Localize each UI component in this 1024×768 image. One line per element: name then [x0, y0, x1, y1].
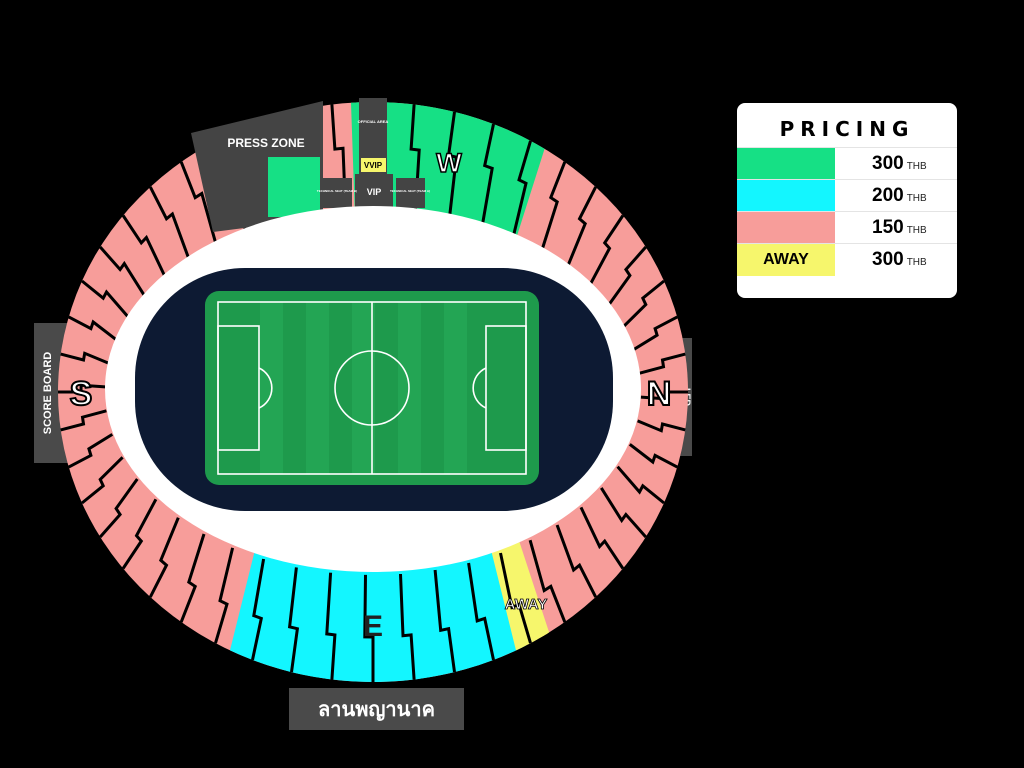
vip-section[interactable]: [355, 174, 393, 208]
section-divider: [179, 533, 206, 623]
technical-seat-team-b-label: TECHNICAL SEAT (TEAM B): [317, 189, 357, 193]
pricing-title: PRICING: [779, 117, 915, 141]
vvip-label: VVIP: [364, 161, 383, 170]
price-swatch-pink: [737, 212, 835, 244]
section-divider: [588, 214, 625, 286]
vip-label: VIP: [367, 187, 382, 197]
section-divider: [555, 524, 598, 598]
section-divider: [480, 123, 495, 226]
entrance-plaza-label[interactable]: ลานพญานาค: [289, 688, 464, 730]
section-divider: [81, 456, 124, 505]
section-divider: [68, 433, 114, 469]
section-divider: [540, 161, 567, 251]
stand-south-label: S: [70, 375, 93, 413]
stand-north-label: N: [647, 375, 672, 413]
section-divider: [639, 352, 686, 375]
price-swatch-green: [737, 148, 835, 180]
section-divider: [214, 547, 235, 644]
section-divider: [616, 465, 665, 505]
technical-seat-team-b[interactable]: [323, 178, 352, 208]
pitch-markings: [217, 301, 527, 475]
section-divider: [607, 246, 647, 306]
section-divider: [99, 246, 146, 297]
away-section-label: AWAY: [505, 596, 548, 613]
press-zone-label: PRESS ZONE: [227, 136, 304, 150]
section-divider: [528, 539, 567, 623]
section-divider: [467, 562, 495, 661]
price-swatch-cyan: [737, 180, 835, 212]
section-divider: [433, 569, 456, 673]
vvip-section[interactable]: [361, 158, 386, 172]
price-swatch-away: AWAY: [737, 244, 835, 276]
section-divider: [511, 140, 532, 237]
section-divider: [287, 567, 300, 673]
section-divider: [148, 186, 191, 260]
stand-west-label: W: [436, 148, 462, 178]
section-divider: [499, 552, 532, 644]
section-divider: [81, 279, 130, 319]
stand-east-label: E: [363, 610, 383, 643]
technical-seat-team-a[interactable]: [396, 178, 425, 208]
section-divider: [68, 315, 118, 341]
section-divider: [58, 383, 106, 394]
section-divider: [325, 572, 337, 680]
press-green-block[interactable]: [268, 157, 320, 217]
technical-seat-team-a-label: TECHNICAL SEAT (TEAM A): [390, 189, 430, 193]
section-divider: [628, 443, 678, 469]
section-divider: [148, 517, 180, 598]
score-board-label: SCORE BOARD: [42, 352, 54, 435]
away-section[interactable]: [490, 535, 550, 651]
section-divider: [622, 279, 665, 328]
section-divider: [640, 390, 688, 401]
section-divider: [179, 161, 218, 245]
section-divider: [632, 315, 678, 351]
section-divider: [600, 487, 647, 538]
section-divider: [60, 351, 109, 365]
section-divider: [399, 573, 416, 680]
section-divider: [363, 574, 375, 682]
section-divider: [121, 498, 158, 570]
section-divider: [637, 419, 686, 433]
section-divider: [60, 409, 107, 432]
section-divider: [99, 478, 139, 538]
official-area-label: OFFICIAL AREA: [358, 119, 389, 124]
section-divider: [446, 111, 459, 217]
section-divider: [121, 214, 167, 278]
section-divider: [566, 186, 598, 267]
section-divider: [579, 506, 625, 570]
section-divider: [251, 558, 266, 661]
